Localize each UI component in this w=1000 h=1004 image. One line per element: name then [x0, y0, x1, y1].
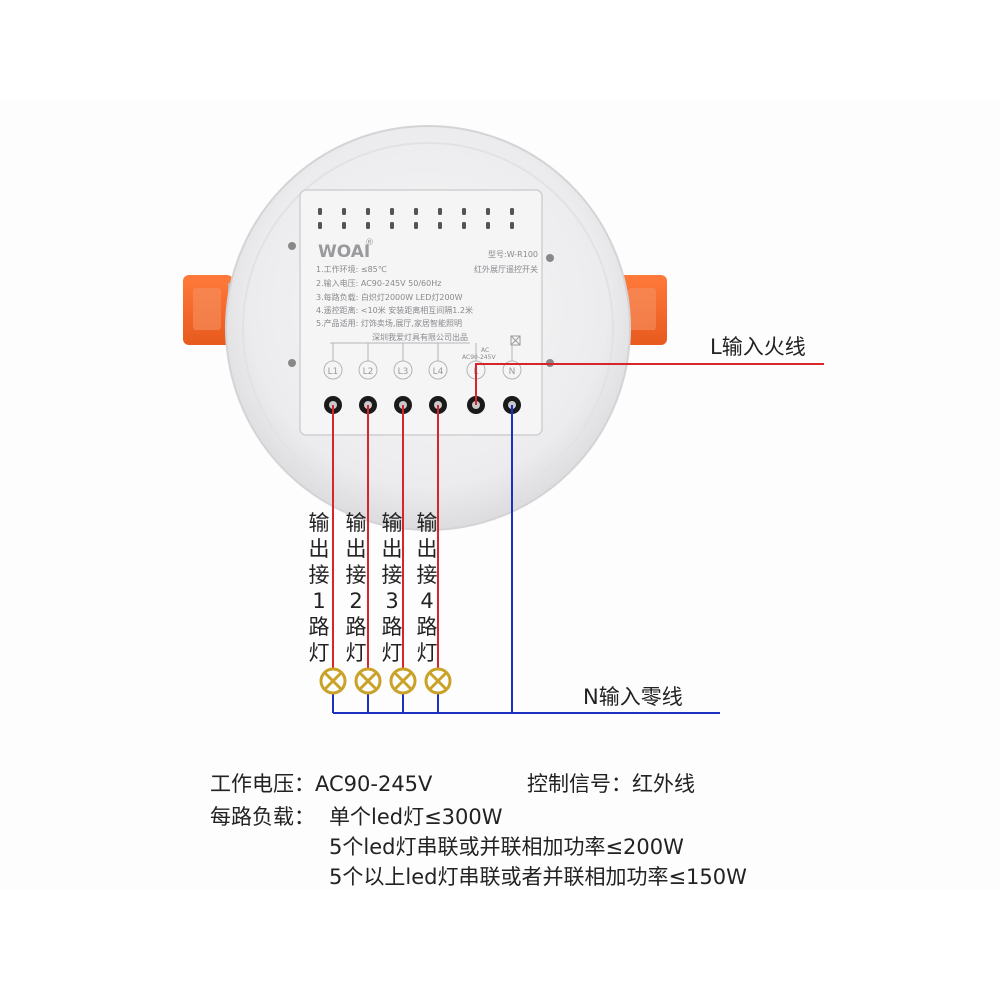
- ac-marking: AC: [481, 347, 489, 354]
- vent-hole: [366, 222, 370, 229]
- load-spec-line-1: 单个led灯≤300W: [329, 805, 503, 829]
- vent-hole: [462, 222, 466, 229]
- neutral-input-label: N输入零线: [583, 685, 683, 709]
- vent-hole: [438, 222, 442, 229]
- terminal-label-l4: L4: [433, 367, 444, 377]
- spec-line-2: 2.输入电压: AC90-245V 50/60Hz: [316, 278, 441, 288]
- vent-hole: [510, 208, 514, 215]
- model-number: 型号:W-R100: [488, 250, 538, 259]
- terminal-label-l3: L3: [398, 367, 409, 377]
- output-label-4: 输出接4路灯: [416, 511, 438, 665]
- load-spec-label: 每路负载：: [210, 805, 315, 829]
- vent-holes: [318, 208, 514, 229]
- voltage-spec: 工作电压：AC90-245V: [210, 772, 433, 796]
- vent-hole: [414, 222, 418, 229]
- vent-hole: [390, 208, 394, 215]
- vent-hole: [390, 222, 394, 229]
- output-label-1: 输出接1路灯: [308, 511, 330, 665]
- load-spec-line-2: 5个led灯串联或并联相加功率≤200W: [329, 835, 684, 859]
- terminal-label-l1: L1: [328, 367, 339, 377]
- vent-hole: [486, 208, 490, 215]
- maker-line: 深圳我爱灯具有限公司出品: [372, 332, 468, 342]
- output-label-2: 输出接2路灯: [345, 511, 367, 665]
- vent-hole: [414, 208, 418, 215]
- lamp-icon: [319, 667, 347, 695]
- lamp-icon: [354, 667, 382, 695]
- live-input-label: L输入火线: [710, 335, 806, 359]
- terminal-label-n: N: [509, 367, 516, 377]
- vent-hole: [318, 222, 322, 229]
- vent-hole: [462, 208, 466, 215]
- product-subtitle: 红外展厅遥控开关: [474, 264, 538, 274]
- lamp-icon: [389, 667, 417, 695]
- spec-line-4: 4.遥控距离: <10米 安装距离相互间隔1.2米: [316, 305, 473, 315]
- wiring: [319, 363, 824, 714]
- vent-hole: [342, 208, 346, 215]
- registered-mark: ®: [365, 238, 374, 248]
- live-input-wire: [475, 363, 824, 405]
- spec-line-5: 5.产品适用: 灯饰卖场,展厅,家居智能照明: [316, 318, 462, 328]
- vent-hole: [438, 208, 442, 215]
- vent-hole: [486, 222, 490, 229]
- terminal-label-l2: L2: [363, 367, 374, 377]
- control-spec: 控制信号：红外线: [527, 772, 695, 796]
- module-body: [299, 189, 543, 436]
- vent-hole: [366, 208, 370, 215]
- vent-hole: [318, 208, 322, 215]
- spec-line-1: 1.工作环境: ≤85℃: [316, 264, 387, 274]
- vent-hole: [342, 222, 346, 229]
- lamp-icon: [424, 667, 452, 695]
- output-label-3: 输出接3路灯: [381, 511, 403, 665]
- vent-hole: [510, 222, 514, 229]
- load-spec-line-3: 5个以上led灯串联或者并联相加功率≤150W: [329, 865, 747, 889]
- voltage-marking: AC90-245V: [462, 354, 496, 361]
- spec-line-3: 3.每路负载: 白炽灯2000W LED灯200W: [316, 292, 463, 302]
- brand-logo: WOAI: [318, 242, 370, 262]
